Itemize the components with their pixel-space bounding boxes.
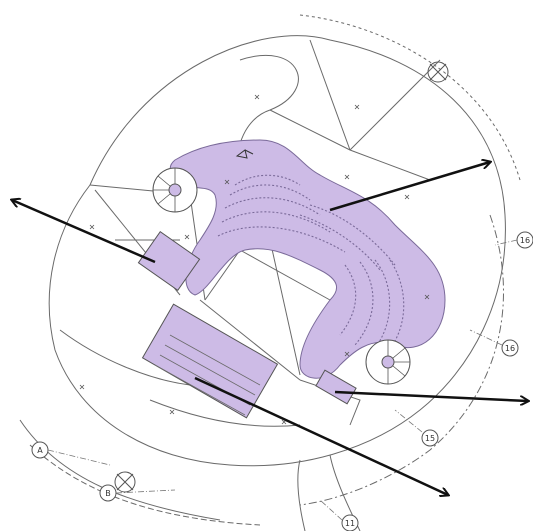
arrow-icon <box>334 390 528 401</box>
seating-area <box>169 139 446 379</box>
grid-bubbles <box>31 231 533 531</box>
stair-left <box>152 167 198 213</box>
stage-block-right <box>315 369 357 405</box>
stair-right <box>365 339 411 385</box>
grid-lines <box>47 239 518 521</box>
north-arrow-icon <box>235 149 254 159</box>
grid-label-11: 11 <box>345 519 355 528</box>
grid-label-15: 15 <box>425 434 435 443</box>
grid-label-16: 16 <box>505 344 515 353</box>
tree-markers <box>79 94 430 425</box>
site-boundary <box>19 14 521 531</box>
arrow-icon <box>12 200 156 264</box>
tree-icon <box>114 61 449 493</box>
grid-label-a: A <box>37 446 43 455</box>
grid-label-b: B <box>105 489 111 498</box>
arrow-icon <box>194 376 448 495</box>
grid-label-16b: 16 <box>520 236 530 245</box>
stage-block-left <box>137 230 201 292</box>
stage-block-bottom <box>141 303 279 419</box>
arrow-icon <box>329 162 490 212</box>
annotation-arrows <box>12 162 528 495</box>
interior-lines <box>59 39 441 427</box>
